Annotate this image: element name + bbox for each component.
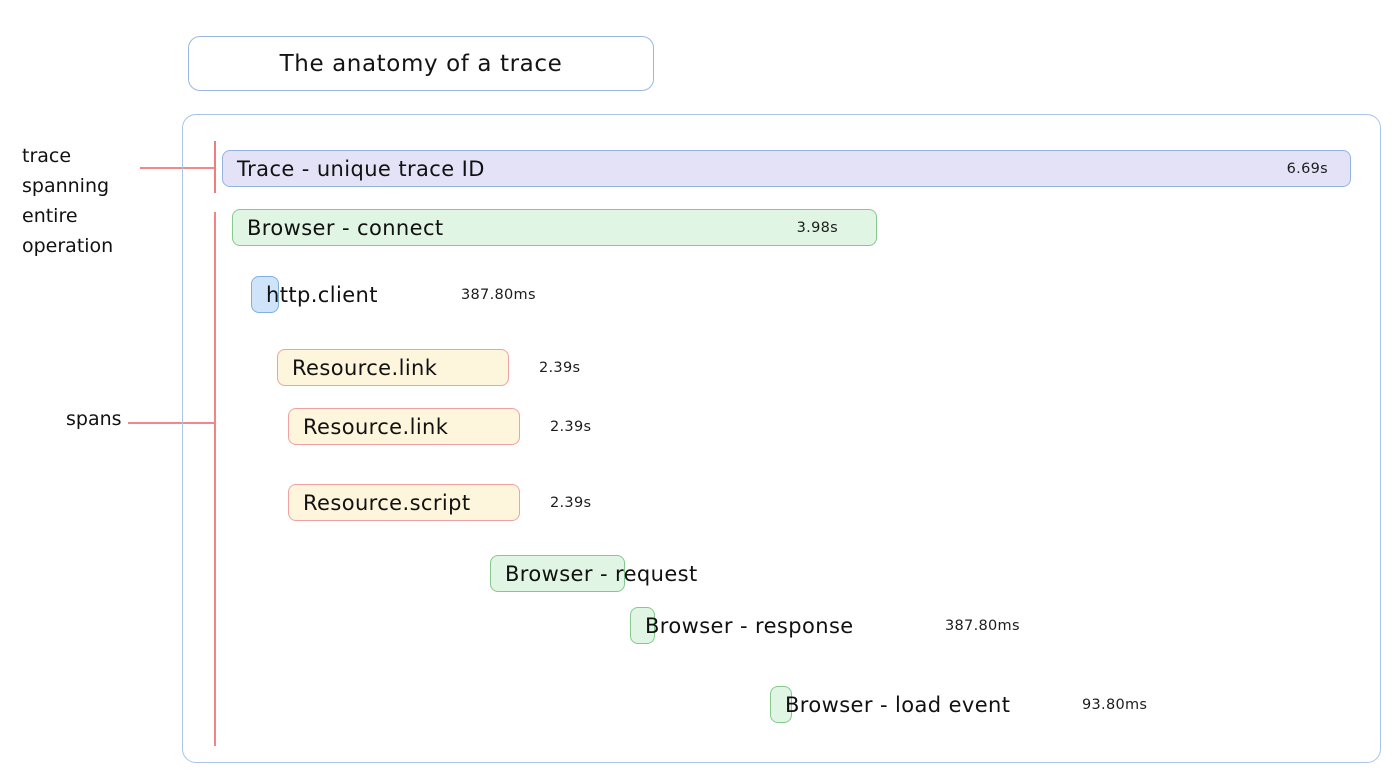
span-duration-browser-connect: 3.98s [796,219,838,236]
span-row-http-client[interactable]: http.client 387.80ms [251,276,536,313]
trace-container [182,114,1381,763]
span-label-resource-link-1: Resource.link [292,355,438,380]
annotation-spans-label: spans [66,408,122,430]
span-duration-browser-response: 387.80ms [945,617,1020,634]
span-label-resource-link-2: Resource.link [303,414,449,439]
span-row-resource-link-1[interactable]: Resource.link 2.39s [277,349,580,386]
span-bar-http-client[interactable]: http.client [251,276,377,313]
annotation-trace-label: trace spanning entire operation [22,145,114,257]
span-label-browser-load-event: Browser - load event [785,692,1011,717]
span-bar-browser-connect[interactable]: Browser - connect 3.98s [232,209,877,246]
span-row-browser-request[interactable]: Browser - request [490,555,697,592]
span-row-browser-response[interactable]: Browser - response 387.80ms [630,607,1020,644]
span-row-resource-script[interactable]: Resource.script 2.39s [288,484,591,521]
span-row-browser-load-event[interactable]: Browser - load event 93.80ms [770,686,1147,723]
trace-leader-tick [214,141,216,193]
span-label-browser-response: Browser - response [645,613,854,638]
span-duration-trace-root: 6.69s [1286,160,1328,177]
span-bar-resource-link-1[interactable]: Resource.link [277,349,509,386]
trace-leader-line [140,167,215,169]
span-duration-resource-link-1: 2.39s [539,359,581,376]
page-title: The anatomy of a trace [279,50,563,77]
span-duration-http-client: 387.80ms [461,286,536,303]
span-label-browser-connect: Browser - connect [247,215,444,240]
span-row-resource-link-2[interactable]: Resource.link 2.39s [288,408,591,445]
spans-leader-line [128,422,216,424]
span-label-http-client: http.client [266,282,378,307]
span-row-browser-connect[interactable]: Browser - connect 3.98s [232,209,877,246]
span-duration-browser-load-event: 93.80ms [1082,696,1148,713]
span-bar-resource-link-2[interactable]: Resource.link [288,408,520,445]
span-label-trace-root: Trace - unique trace ID [237,156,485,181]
span-bar-browser-load-event[interactable]: Browser - load event [770,686,1010,723]
span-row-trace-root[interactable]: Trace - unique trace ID 6.69s [222,150,1351,187]
title-card: The anatomy of a trace [188,36,654,91]
spans-vertical-rail [214,212,216,746]
span-bar-trace-root[interactable]: Trace - unique trace ID 6.69s [222,150,1351,187]
span-bar-browser-request[interactable]: Browser - request [490,555,697,592]
span-duration-resource-link-2: 2.39s [550,418,592,435]
span-bar-browser-response[interactable]: Browser - response [630,607,853,644]
span-bar-resource-script[interactable]: Resource.script [288,484,520,521]
span-duration-resource-script: 2.39s [550,494,592,511]
span-label-resource-script: Resource.script [303,490,471,515]
